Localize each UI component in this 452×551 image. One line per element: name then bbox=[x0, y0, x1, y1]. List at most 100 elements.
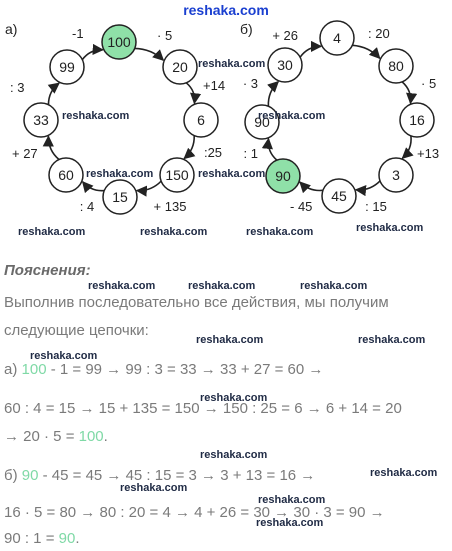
chain-b-line-1: б) 90 - 45 = 45 → 45 : 15 = 3 → 3 + 13 =… bbox=[4, 467, 315, 484]
watermark-17: reshaka.com bbox=[370, 467, 438, 479]
diagram-a-node-a1 bbox=[162, 49, 198, 85]
chain-b-line-3-suffix: . bbox=[75, 530, 80, 547]
chain-b-line-1-rest: - 45 = 45 → 45 : 15 = 3 → 3 + 13 = 16 → bbox=[38, 467, 316, 484]
diagram-a-arrow-2 bbox=[183, 135, 196, 160]
intro-line-2: следующие цепочки: bbox=[4, 322, 149, 339]
diagram-a-op-3: + 135 bbox=[154, 199, 187, 214]
diagram-a-op-0: · 5 bbox=[157, 28, 172, 43]
diagram-a-node-label-a1: 20 bbox=[172, 59, 188, 75]
diagram-b-node-label-b7: 30 bbox=[277, 57, 293, 73]
diagram-b-op-3: : 15 bbox=[365, 199, 387, 214]
diagram-b-arrow-7 bbox=[299, 40, 323, 58]
diagram-a-arrow-3 bbox=[135, 180, 162, 197]
diagram-b-op-2: +13 bbox=[417, 146, 439, 161]
diagram-b-op-4: - 45 bbox=[290, 199, 312, 214]
watermark-19: reshaka.com bbox=[258, 494, 326, 506]
diagram-a-arrow-0 bbox=[134, 47, 165, 61]
diagram-b-node-b0 bbox=[319, 20, 355, 56]
diagram-a-label: а) bbox=[5, 21, 17, 37]
diagram-a-node-a0 bbox=[101, 24, 137, 60]
watermark-3: reshaka.com bbox=[86, 168, 154, 180]
chain-b-line-3: 90 : 1 = 90. bbox=[4, 530, 79, 547]
diagram-b-node-b5 bbox=[265, 158, 301, 194]
diagram-a-op-6: : 3 bbox=[10, 80, 24, 95]
diagram-b-node-b6 bbox=[244, 104, 280, 140]
diagram-b-arrow-4 bbox=[299, 181, 324, 194]
chain-a-start: 100 bbox=[21, 361, 47, 378]
diagram-a-node-a2 bbox=[183, 102, 219, 138]
diagram-b-op-1: · 5 bbox=[421, 76, 436, 91]
diagram-b-node-b2 bbox=[399, 102, 435, 138]
diagram-a-arrow-5 bbox=[42, 135, 60, 161]
diagram-a-op-5: + 27 bbox=[12, 146, 38, 161]
chain-b-prefix: б) bbox=[4, 467, 22, 484]
diagram-b-arrow-1 bbox=[401, 81, 418, 105]
chain-a-line-3-suffix: . bbox=[103, 428, 108, 445]
diagram-a-op-1: +14 bbox=[203, 78, 225, 93]
chain-a-line-3: → 20 · 5 = 100. bbox=[4, 428, 108, 445]
watermark-13: reshaka.com bbox=[196, 334, 264, 346]
watermark-12: reshaka.com bbox=[30, 350, 98, 362]
diagram-b-op-5: : 1 bbox=[244, 146, 258, 161]
chain-a-end: 100 bbox=[78, 428, 104, 445]
diagram-b-node-label-b2: 16 bbox=[409, 112, 425, 128]
chain-a-line-1: а) 100 - 1 = 99 → 99 : 3 = 33 → 33 + 27 … bbox=[4, 361, 323, 378]
diagram-b-node-b7 bbox=[267, 47, 303, 83]
diagram-a-node-a7 bbox=[49, 49, 85, 85]
watermark-18: reshaka.com bbox=[120, 482, 188, 494]
watermark-20: reshaka.com bbox=[256, 517, 324, 529]
watermark-5: reshaka.com bbox=[18, 226, 86, 238]
diagram-b-arrow-6 bbox=[267, 80, 280, 107]
diagram-b-node-b4 bbox=[321, 178, 357, 214]
watermark-8: reshaka.com bbox=[356, 222, 424, 234]
chain-a-line-1-rest: - 1 = 99 → 99 : 3 = 33 → 33 + 27 = 60 → bbox=[46, 361, 324, 378]
diagram-b-node-label-b1: 80 bbox=[388, 58, 404, 74]
diagram-b-op-6: · 3 bbox=[243, 76, 258, 91]
watermark-14: reshaka.com bbox=[358, 334, 426, 346]
chain-b-end: 90 bbox=[58, 530, 76, 547]
watermark-4: reshaka.com bbox=[198, 168, 266, 180]
diagram-b-node-b1 bbox=[378, 48, 414, 84]
diagram-a-op-2: :25 bbox=[204, 145, 222, 160]
diagram-b-label: б) bbox=[240, 21, 253, 37]
chain-a-line-2: 60 : 4 = 15 → 15 + 135 = 150 → 150 : 25 … bbox=[4, 400, 402, 417]
diagram-b-op-0: : 20 bbox=[368, 26, 390, 41]
site-title[interactable]: reshaka.com bbox=[183, 2, 269, 18]
diagram-a-node-label-a2: 6 bbox=[197, 112, 205, 128]
chain-b-start: 90 bbox=[21, 467, 39, 484]
diagram-a-op-4: : 4 bbox=[80, 199, 94, 214]
diagram-a-arrow-6 bbox=[47, 82, 60, 105]
diagram-a-node-a5 bbox=[48, 157, 84, 193]
diagram-a-node-a3 bbox=[159, 157, 195, 193]
diagram-a-node-label-a5: 60 bbox=[58, 167, 74, 183]
diagram-a-arrow-4 bbox=[81, 180, 105, 194]
diagram-a-arrow-7 bbox=[81, 43, 104, 61]
watermark-11: reshaka.com bbox=[300, 280, 368, 292]
diagram-a-node-label-a0: 100 bbox=[107, 34, 131, 50]
diagram-b-arrow-3 bbox=[354, 180, 381, 197]
diagram-b-arrow-0 bbox=[352, 44, 381, 60]
watermark-15: reshaka.com bbox=[200, 392, 268, 404]
watermark-2: reshaka.com bbox=[258, 110, 326, 122]
diagram-b-node-b3 bbox=[378, 157, 414, 193]
diagram-a-node-label-a7: 99 bbox=[59, 59, 75, 75]
watermark-16: reshaka.com bbox=[200, 449, 268, 461]
chain-a-line-3-prefix: → 20 · 5 = bbox=[4, 428, 79, 445]
diagram-a-node-label-a6: 33 bbox=[33, 112, 49, 128]
watermark-10: reshaka.com bbox=[188, 280, 256, 292]
diagram-b-node-label-b6: 90 bbox=[254, 114, 270, 130]
chain-b-line-3-prefix: 90 : 1 = bbox=[4, 530, 59, 547]
intro-line-1: Выполнив последовательно все действия, м… bbox=[4, 294, 389, 311]
diagram-b-op-7: + 26 bbox=[272, 28, 298, 43]
explanation-heading: Пояснения: bbox=[4, 262, 91, 279]
diagram-a-arrow-1 bbox=[185, 82, 202, 105]
watermark-1: reshaka.com bbox=[62, 110, 130, 122]
diagram-b-node-label-b4: 45 bbox=[331, 188, 347, 204]
chain-b-line-2: 16 · 5 = 80 → 80 : 20 = 4 → 4 + 26 = 30 … bbox=[4, 504, 385, 521]
diagram-a-node-a4 bbox=[102, 179, 138, 215]
diagram-b-node-label-b0: 4 bbox=[333, 30, 341, 46]
watermark-0: reshaka.com bbox=[198, 58, 266, 70]
